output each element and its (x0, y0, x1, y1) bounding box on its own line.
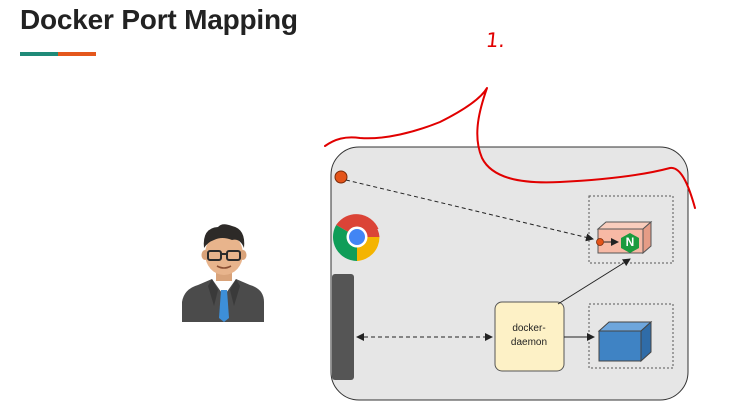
nginx-icon (621, 233, 639, 253)
chrome-icon (332, 214, 380, 262)
person-icon (182, 224, 264, 322)
docker-daemon-label: docker- daemon (510, 323, 548, 348)
title-underline-orange (58, 52, 96, 56)
title-underline (20, 52, 96, 56)
daemon-nginx-arrow (557, 258, 631, 305)
handwritten-annotation-stroke (324, 87, 696, 209)
handwritten-annotation-text: 1. (484, 28, 507, 52)
nginx-logo-letter: N (625, 235, 635, 249)
host-port-dot (334, 170, 348, 184)
container-region-nginx (588, 195, 674, 264)
container-cube-icon (597, 320, 653, 363)
nginx-container (596, 220, 653, 255)
slide-title: Docker Port Mapping (20, 4, 298, 35)
port-forward-arrow (345, 179, 594, 242)
title-underline-teal (20, 52, 58, 56)
container-port-dot (596, 238, 604, 246)
browser-bar (332, 274, 354, 380)
